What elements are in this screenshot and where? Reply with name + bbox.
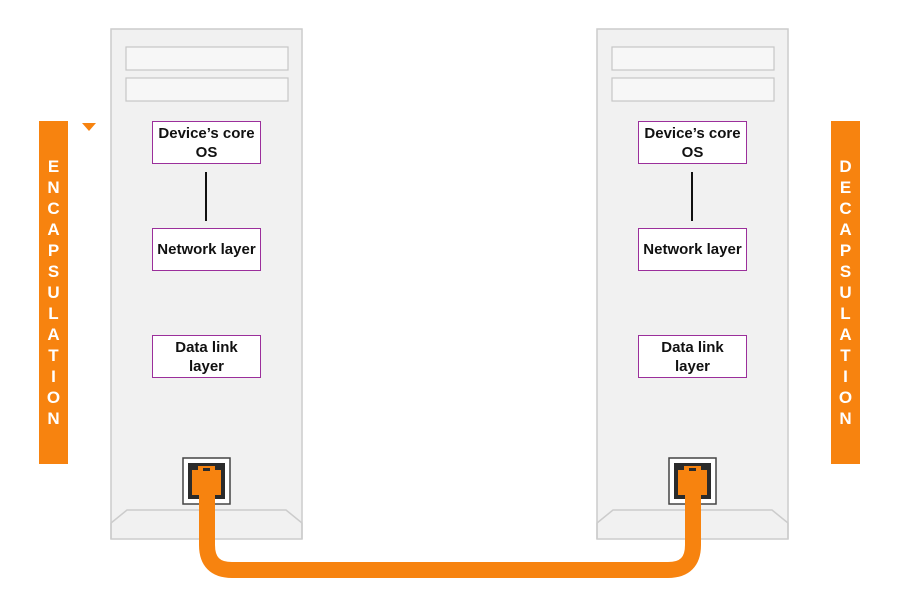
right-layer-network: Network layer <box>638 228 747 271</box>
right-layer-network-label: Network layer <box>643 241 742 258</box>
right-layer-core-os-label: Device’s core OS <box>644 124 741 161</box>
right-layer-data-link-label: Data link layer <box>661 338 724 375</box>
right-layer-core-os: Device’s core OS <box>638 121 747 164</box>
right-server <box>596 28 789 540</box>
left-layer-network: Network layer <box>152 228 261 271</box>
left-server-body <box>110 28 303 540</box>
right-layer-data-link: Data link layer <box>638 335 747 378</box>
right-server-body <box>596 28 789 540</box>
left-layer-core-os-label: Device’s core OS <box>158 124 255 161</box>
ethernet-cable <box>199 474 701 578</box>
left-layer-network-label: Network layer <box>157 241 256 258</box>
left-drive-bay-1 <box>125 46 289 71</box>
left-layer-core-os: Device’s core OS <box>152 121 261 164</box>
left-server <box>110 28 303 540</box>
triangle-down-icon <box>82 123 96 131</box>
left-layer-data-link-label: Data link layer <box>175 338 238 375</box>
left-layer-data-link: Data link layer <box>152 335 261 378</box>
right-drive-bay-1 <box>611 46 775 71</box>
left-drive-bay-2 <box>125 77 289 102</box>
right-drive-bay-2 <box>611 77 775 102</box>
